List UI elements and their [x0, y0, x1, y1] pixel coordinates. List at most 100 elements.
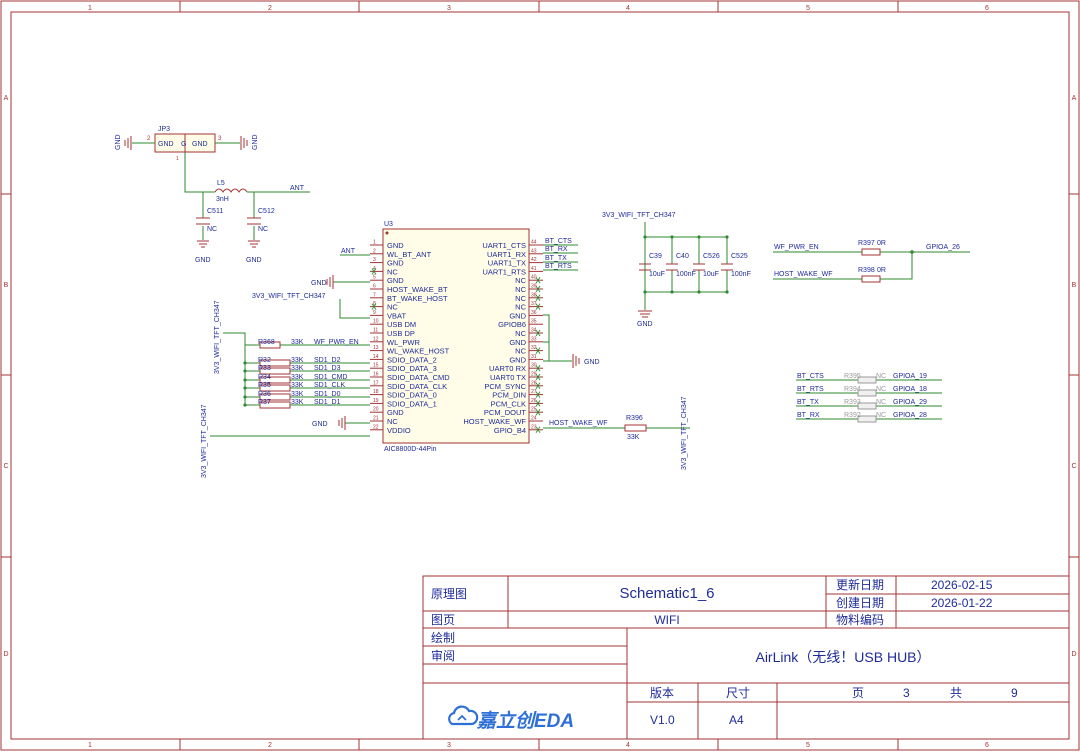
- u3-pin-name-4: NC: [387, 267, 398, 276]
- nc-marker-27: [535, 391, 541, 398]
- u3-pin-name-8: NC: [387, 303, 398, 312]
- u3-pin-name-28: PCM_SYNC: [484, 382, 526, 391]
- resistor-r397[interactable]: [861, 248, 881, 256]
- u3-pin-name-14: SDIO_DATA_2: [387, 355, 437, 364]
- resistor-r392[interactable]: [857, 415, 877, 423]
- u3-pin-num-27: 27: [531, 389, 537, 395]
- jp3-ref: JP3: [158, 126, 170, 133]
- gnd-label-caps: GND: [637, 321, 653, 328]
- cap-val-2: 10uF: [703, 271, 719, 278]
- sd-net-4: SD1_D0: [314, 391, 341, 398]
- inductor-l5[interactable]: [214, 188, 248, 193]
- border-row-d: D: [3, 651, 8, 658]
- u3-pin-num-34: 34: [531, 328, 537, 334]
- bt-res-ref-1: R394: [844, 386, 861, 393]
- r397-value: 0R: [877, 240, 886, 247]
- tb-label-total: 共: [950, 686, 962, 700]
- cap-val-0: 10uF: [649, 271, 665, 278]
- u3-pin-num-4: 4: [373, 266, 376, 272]
- u3-pin-name-6: HOST_WAKE_BT: [387, 285, 448, 294]
- u3-pin-num-38: 38: [531, 292, 537, 298]
- resistor-r32[interactable]: [259, 359, 291, 367]
- junction-cap-bot-1: [670, 290, 674, 294]
- resistor-r368[interactable]: [259, 341, 281, 349]
- u3-pin-num-3: 3: [373, 257, 376, 263]
- u3-pin-name-17: SDIO_DATA_CLK: [387, 382, 447, 391]
- resistor-r33[interactable]: [259, 367, 291, 375]
- title-block: [422, 575, 1070, 740]
- resistor-r34[interactable]: [259, 376, 291, 384]
- u3-right-gnd-wires: [543, 314, 572, 362]
- u3-pin-num-6: 6: [373, 284, 376, 290]
- resistor-r393[interactable]: [857, 402, 877, 410]
- u3-left-pins: GND1WL_BT_ANT2GND3NC4GND5HOST_WAKE_BT6BT…: [370, 240, 450, 435]
- tb-schematic-name: Schematic1_6: [619, 585, 714, 602]
- u3-pin-num-10: 10: [373, 319, 379, 325]
- u3-pin-num-22: 22: [373, 424, 379, 430]
- c511-ref: C511: [207, 208, 223, 215]
- resistor-r394[interactable]: [857, 389, 877, 397]
- u3-pin-name-41: UART1_RTS: [483, 267, 527, 276]
- u3-pin-num-35: 35: [531, 319, 537, 325]
- u3-pin-num-12: 12: [373, 336, 379, 342]
- u3-pin-name-30: UART0 RX: [489, 364, 526, 373]
- resistor-r36[interactable]: [259, 393, 291, 401]
- ic-u3[interactable]: [382, 228, 530, 444]
- tb-updated: 2026-02-15: [931, 578, 993, 592]
- u3-pin-num-18: 18: [373, 389, 379, 395]
- bt-net-3: BT_RX: [797, 412, 820, 419]
- capacitor-c511[interactable]: [196, 217, 210, 225]
- capacitor-c512[interactable]: [247, 217, 261, 225]
- c511-value: NC: [207, 226, 217, 233]
- border-row-d-r: D: [1071, 651, 1076, 658]
- r368-value: 33K: [291, 339, 304, 346]
- u3-pin-num-9: 9: [373, 310, 376, 316]
- border-col-1: 1: [88, 5, 92, 12]
- resistor-r396[interactable]: [624, 424, 647, 432]
- junction-cap-bot-0: [643, 290, 647, 294]
- gnd-label-jp3-right: GND: [252, 134, 259, 150]
- cloud-icon: [448, 705, 479, 726]
- gnd-label-jp3-left: GND: [115, 134, 122, 150]
- u3-pin-name-25: PCM_DOUT: [484, 408, 527, 417]
- border-row-b: B: [4, 282, 9, 289]
- u3-pin-num-7: 7: [373, 292, 376, 298]
- sd-res-val-2: 33K: [291, 374, 304, 381]
- pwr-net-vertical-right: 3V3_WIFI_TFT_CH347: [681, 396, 688, 470]
- antenna-wires: [202, 191, 310, 240]
- junction-r37: [243, 403, 247, 407]
- u3-pin-num-17: 17: [373, 380, 379, 386]
- junction-r35: [243, 386, 247, 390]
- u3-pin-name-34: NC: [515, 329, 526, 338]
- resistor-r37[interactable]: [259, 401, 291, 409]
- gnd-label-c511: GND: [195, 257, 211, 264]
- u3-pin-num-25: 25: [531, 407, 537, 413]
- r396-ref: R396: [626, 415, 643, 422]
- junction-cap-top-0: [643, 235, 647, 239]
- cap-val-1: 100nF: [676, 271, 696, 278]
- u3-pin-name-40: NC: [515, 276, 526, 285]
- border-col-6: 6: [985, 5, 989, 12]
- resistor-r398[interactable]: [861, 275, 881, 283]
- u3-pin-num-44: 44: [531, 240, 537, 246]
- ant-net-label: ANT: [290, 185, 305, 192]
- jp3-pin-2: 2: [147, 136, 151, 142]
- bt-gpio-2: GPIOA_29: [893, 399, 927, 406]
- tb-project: AirLink（无线！USB HUB）: [755, 649, 930, 665]
- border-col-4: 4: [626, 5, 630, 12]
- nc-marker-39: [535, 285, 541, 293]
- u3-part: AIC8800D-44Pin: [384, 446, 437, 453]
- tb-label-material: 物料编码: [836, 612, 884, 627]
- nc-marker-left-8: [371, 303, 377, 310]
- u3-pin-name-32: NC: [515, 347, 526, 356]
- u3-pin-num-42: 42: [531, 257, 537, 263]
- nc-marker-37: [535, 303, 541, 310]
- cap-val-3: 100nF: [731, 271, 751, 278]
- junction-r32: [243, 361, 247, 365]
- resistor-r35[interactable]: [259, 384, 291, 392]
- resistor-r395[interactable]: [857, 376, 877, 384]
- jumper-jp3[interactable]: JP3 GND G GND 2 3 1: [147, 126, 222, 162]
